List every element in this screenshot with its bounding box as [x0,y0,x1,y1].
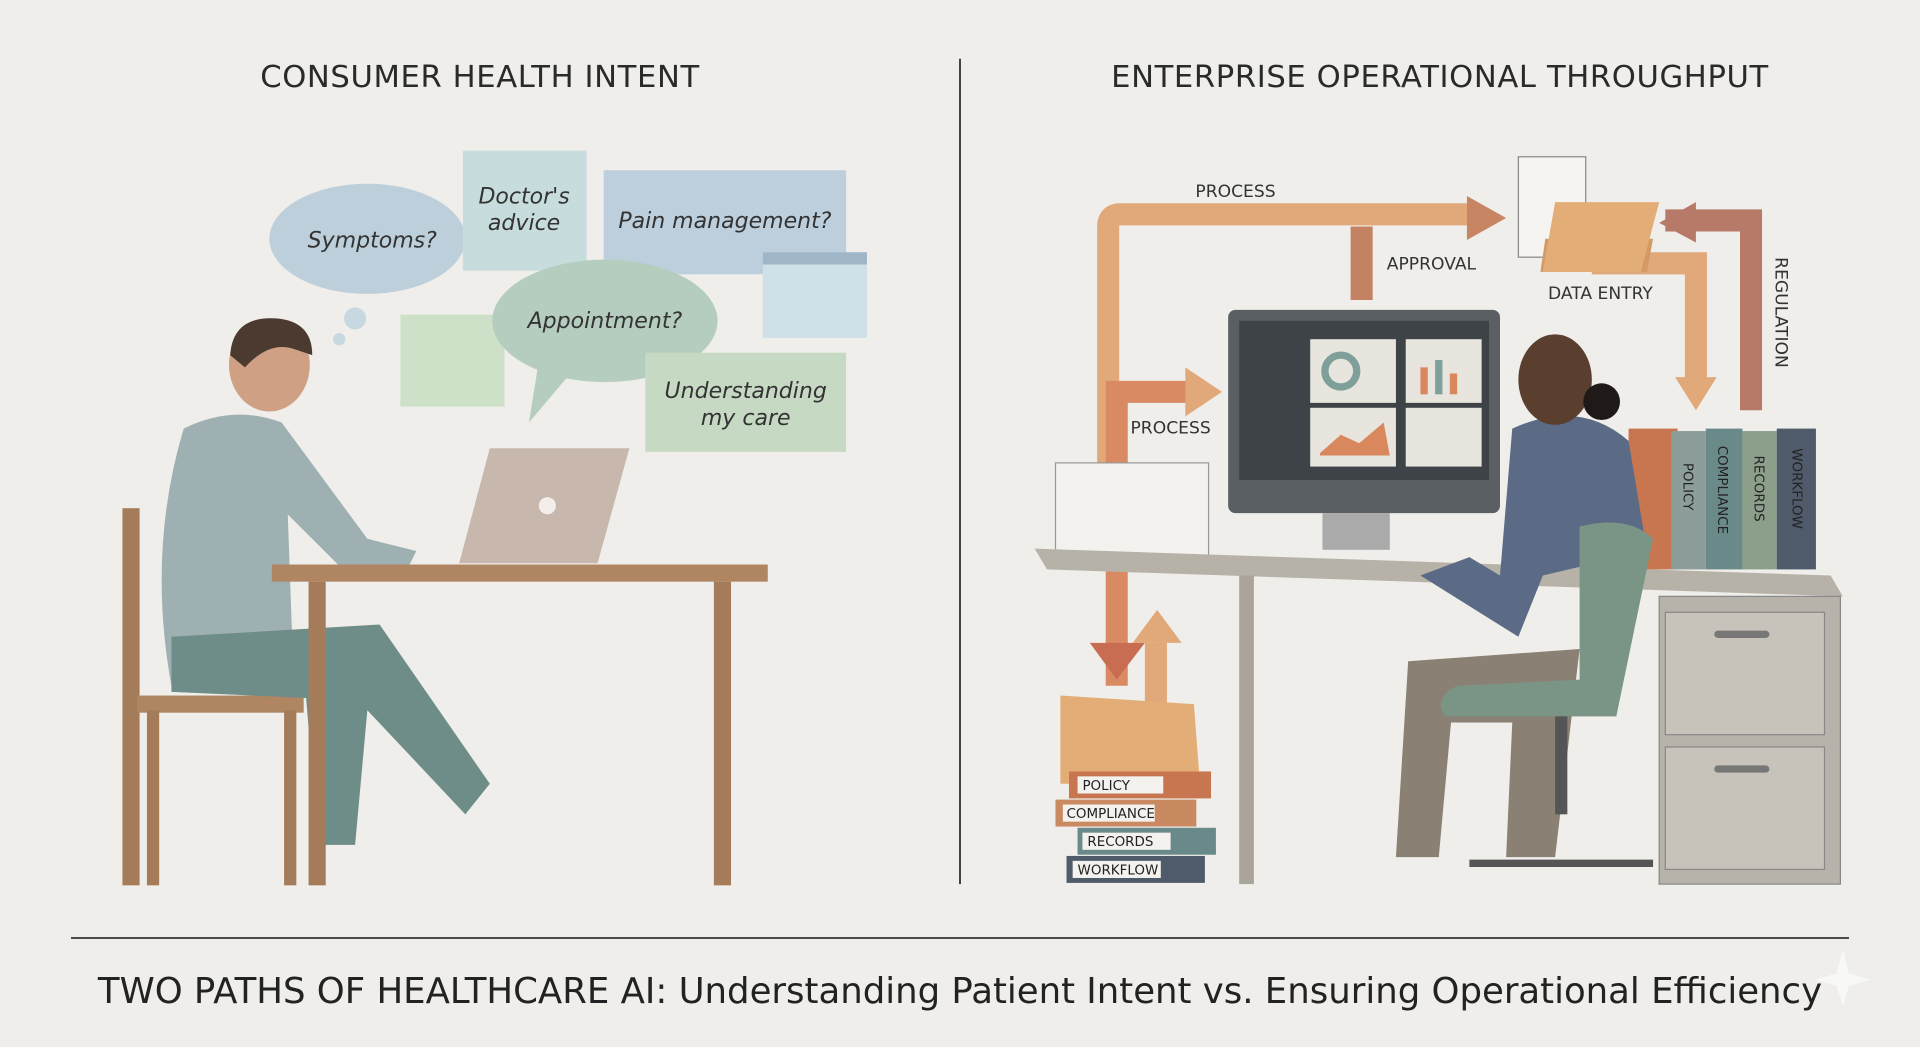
worker-hair-bun [1583,383,1620,421]
laptop-logo-icon [538,497,556,515]
left-panel-title: CONSUMER HEALTH INTENT [260,60,700,95]
desk-top [271,564,768,582]
note-doctors-advice: Doctor's advice [462,150,587,271]
floor-binder-compliance: COMPLIANCE [1055,799,1197,827]
svg-text:POLICY: POLICY [1680,463,1695,511]
person-hair [230,318,313,368]
right-panel-title: ENTERPRISE OPERATIONAL THROUGHPUT [1111,60,1769,95]
bubble-appointment: Appointment? [492,259,718,423]
drawer-handle [1714,630,1770,638]
sticky-note-bar [762,252,867,265]
label-process-left: PROCESS [1130,419,1210,439]
thought-bubbles: Symptoms? Doctor's advice Pain managemen… [269,150,867,452]
chair-seat [137,695,304,713]
floor-binder-policy: POLICY [1068,771,1212,799]
svg-text:COMPLIANCE: COMPLIANCE [1714,446,1729,534]
worker-torso [1420,415,1647,637]
office-chair [1440,522,1654,717]
worker-legs [1395,649,1580,858]
svg-text:COMPLIANCE: COMPLIANCE [1067,807,1155,822]
note-understanding-care: Understanding my care [645,352,847,452]
caption: TWO PATHS OF HEALTHCARE AI: Understandin… [97,971,1822,1012]
sticky-note-green [400,314,505,407]
svg-text:Doctor's: Doctor's [478,184,570,209]
floor-binder-records: RECORDS [1077,827,1216,855]
sparkle-icon [1814,949,1872,1007]
worker-scene [1395,334,1654,867]
computer-monitor [1228,309,1500,550]
floor-binder-workflow: WORKFLOW [1066,855,1205,883]
floor-binders: POLICY COMPLIANCE RECORDS WORKFLOW [1055,695,1216,883]
bubble-symptoms: Symptoms? [269,183,466,346]
svg-text:Understanding: Understanding [665,379,827,404]
svg-text:advice: advice [488,211,560,236]
person-torso [161,414,417,686]
drawer-handle [1714,765,1770,773]
person-legs [171,624,490,845]
documents-folder [1517,156,1660,272]
sticky-note-blue [762,252,867,338]
note-pain-management: Pain management? [603,170,847,275]
consumer-scene [122,318,768,886]
svg-text:WORKFLOW: WORKFLOW [1789,448,1804,529]
paper-stack [1054,462,1210,564]
chair-back [122,508,140,886]
label-regulation: REGULATION [1771,257,1791,368]
workflow-arrows: PROCESS APPROVAL DATA ENTRY REGULATION P… [1089,182,1791,705]
svg-text:Pain management?: Pain management? [618,209,831,234]
svg-text:my care: my care [701,406,791,431]
svg-text:POLICY: POLICY [1082,779,1130,794]
svg-text:Appointment?: Appointment? [526,309,683,334]
svg-text:RECORDS: RECORDS [1087,835,1153,850]
label-data-entry: DATA ENTRY [1548,284,1653,304]
svg-text:Symptoms?: Symptoms? [308,228,438,253]
worker-head [1518,334,1592,425]
desk-binders: POLICY COMPLIANCE RECORDS WORKFLOW [1628,428,1816,570]
label-process-top: PROCESS [1195,182,1275,202]
label-approval: APPROVAL [1387,254,1477,274]
svg-text:WORKFLOW: WORKFLOW [1078,863,1159,878]
svg-text:RECORDS: RECORDS [1751,456,1766,522]
